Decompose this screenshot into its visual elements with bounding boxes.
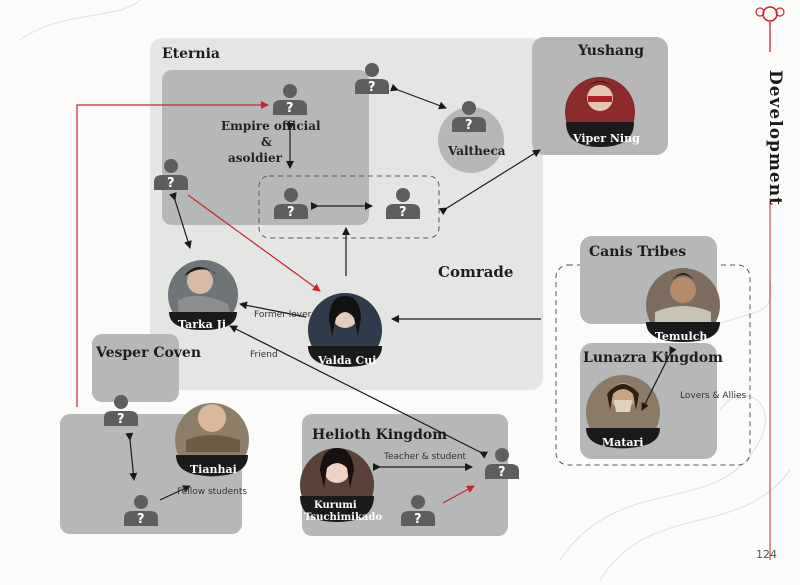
arrow-unknown-tarka: [169, 192, 192, 249]
svg-text:?: ?: [414, 512, 422, 527]
unknown-character-4: ?: [274, 188, 308, 220]
matari-label: Matari: [602, 436, 644, 449]
group-label-line3: asoldier: [228, 151, 283, 165]
rel-lovers-allies: Lovers & Allies: [680, 391, 747, 401]
svg-text:?: ?: [465, 118, 473, 133]
red-arrows: [76, 101, 475, 504]
svg-text:?: ?: [167, 176, 175, 191]
portrait-tianhai: Tianhai: [175, 403, 249, 477]
comrade-label: Comrade: [438, 263, 513, 281]
unknown-character-3: ?: [154, 159, 188, 191]
temulch-label: Temulch: [655, 330, 707, 343]
kurumi-label-line1: Kurumi: [314, 500, 357, 511]
svg-text:?: ?: [498, 465, 506, 480]
arrow-vesper-to-empire: [76, 101, 269, 407]
arrow-unknown-valtheca: [390, 83, 447, 110]
side-title: Development: [765, 70, 785, 206]
unknown-character-6: ?: [104, 395, 138, 427]
unknown-character-8: ?: [401, 495, 435, 527]
group-empire: [162, 70, 369, 225]
rel-friend: Friend: [250, 350, 278, 360]
arrow-vesper-internal: [125, 432, 138, 481]
group-label-line2: &: [261, 135, 272, 149]
valda-cui-label: Valda Cui: [317, 354, 376, 367]
rel-fellow-students: Fellow students: [177, 487, 247, 497]
valtheca-circle: [438, 107, 504, 173]
svg-text:?: ?: [399, 205, 407, 220]
arrow-lovers-allies: [641, 345, 677, 411]
unknown-character-9: ?: [485, 448, 519, 480]
arrow-fellow-students: [159, 485, 191, 501]
region-eternia-title: Eternia: [162, 46, 220, 62]
portrait-matari: Matari: [586, 375, 660, 449]
portrait-viper-ning: Viper Ning: [565, 77, 640, 147]
kurumi-label-line2: Tsuchimikado: [304, 512, 382, 523]
region-yushang-title: Yushang: [577, 43, 644, 59]
region-lunazra-title: Lunazra Kingdom: [583, 350, 723, 366]
unknown-character-7: ?: [124, 495, 158, 527]
rel-former-lover: Former lover: [254, 310, 312, 320]
arrow-to-valda: [187, 194, 321, 292]
arrow-friend: [229, 325, 489, 459]
svg-text:?: ?: [117, 412, 125, 427]
unknown-character-1: ?: [273, 84, 307, 116]
valtheca-label: Valtheca: [447, 144, 506, 158]
svg-text:?: ?: [368, 80, 376, 95]
unknown-character-valtheca: ?: [452, 101, 486, 133]
region-canis-title: Canis Tribes: [589, 244, 686, 260]
portrait-valda-cui: Valda Cui: [308, 293, 382, 367]
group-label-line1: Empire official: [221, 119, 321, 133]
portrait-temulch: Temulch: [646, 268, 720, 343]
tianhai-label: Tianhai: [190, 463, 237, 476]
relationship-arrows: [125, 83, 677, 501]
region-vesper-top: [92, 334, 179, 402]
arrow-former-lover: [239, 301, 307, 318]
arrow-helioth-red: [442, 485, 475, 504]
svg-text:?: ?: [287, 205, 295, 220]
svg-text:?: ?: [137, 512, 145, 527]
viper-ning-label: Viper Ning: [572, 132, 640, 145]
rel-teacher-student: Teacher & student: [383, 452, 467, 462]
page-number: 124: [756, 548, 777, 561]
region-helioth-title: Helioth Kingdom: [312, 427, 447, 443]
unknown-character-5: ?: [386, 188, 420, 220]
tarka-ji-label: Tarka Ji: [178, 318, 226, 331]
region-vesper-title: Vesper Coven: [95, 345, 201, 361]
svg-text:?: ?: [286, 101, 294, 116]
portrait-tarka-ji: Tarka Ji: [168, 260, 238, 331]
unknown-character-2: ?: [355, 63, 389, 95]
floral-ornament-icon: [755, 6, 785, 52]
arrow-to-viper-ning: [438, 149, 541, 216]
